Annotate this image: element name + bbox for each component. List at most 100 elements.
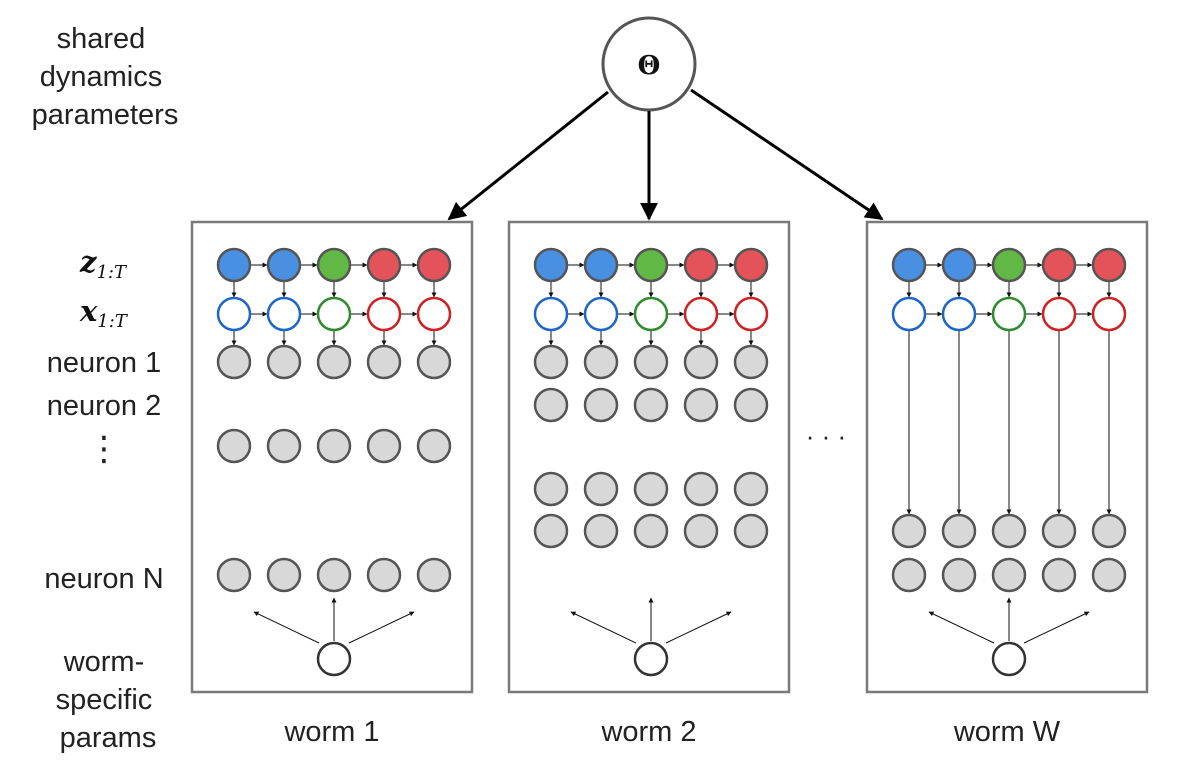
x-node-red	[1091, 296, 1127, 332]
neuron-node	[941, 513, 977, 549]
neuron-node	[366, 557, 402, 593]
worm-param-node	[991, 641, 1027, 677]
panel-worm-w: worm W	[865, 220, 1149, 748]
panel-label-worm-2: worm 2	[600, 716, 696, 748]
z-label-sub: 1:T	[96, 262, 128, 283]
z-node-green	[991, 247, 1027, 283]
z-node-red	[416, 247, 452, 283]
svg-text:worm- specific par: worm- specific params	[56, 646, 161, 754]
neuron-node	[316, 428, 352, 464]
neuron-node	[216, 344, 252, 380]
neuron-node	[683, 471, 719, 507]
worm-specific-line-3: params	[60, 722, 157, 754]
z-node-red	[1091, 247, 1127, 283]
neuron-node	[633, 344, 669, 380]
x-label-base: x	[79, 294, 98, 328]
neuron-node	[583, 513, 619, 549]
z-node-blue	[891, 247, 927, 283]
x-node-red	[733, 296, 769, 332]
x-node-blue	[266, 296, 302, 332]
panel-worm-1: worm 1	[190, 220, 474, 748]
panel-ellipsis: · · ·	[806, 421, 846, 451]
neuron-2-label: neuron 2	[47, 390, 162, 422]
neuron-node	[366, 344, 402, 380]
svg-text:shared dynamics pa: shared dynamics parameters	[32, 23, 179, 131]
x-node-red	[683, 296, 719, 332]
neuron-node	[683, 344, 719, 380]
neuron-node	[633, 471, 669, 507]
shared-params-line-3: parameters	[32, 99, 179, 131]
x-node-green	[991, 296, 1027, 332]
neuron-node	[316, 344, 352, 380]
x-node-green	[316, 296, 352, 332]
x-node-red	[416, 296, 452, 332]
neuron-node	[733, 471, 769, 507]
z-node-red	[366, 247, 402, 283]
z-node-red	[733, 247, 769, 283]
neuron-node	[891, 513, 927, 549]
param-arrow-left	[253, 611, 320, 644]
z-node-blue	[216, 247, 252, 283]
neuron-node	[316, 557, 352, 593]
neuron-node	[683, 387, 719, 423]
neuron-node	[891, 557, 927, 593]
worm-specific-line-2: specific	[56, 684, 153, 716]
theta-arrow-worm-1	[447, 90, 609, 221]
x-node-red	[366, 296, 402, 332]
z-node-blue	[266, 247, 302, 283]
param-arrow-right	[1023, 611, 1090, 644]
neuron-node	[733, 344, 769, 380]
neuron-node	[991, 557, 1027, 593]
neuron-node	[733, 387, 769, 423]
neuron-node	[416, 428, 452, 464]
worm-param-node	[316, 641, 352, 677]
param-arrow-right	[348, 611, 415, 644]
shared-params-line-2: dynamics	[40, 61, 163, 93]
left-labels: shared dynamics parameters z1:T x1:T neu…	[32, 23, 179, 754]
z-label: z1:T	[79, 245, 128, 283]
shared-params-line-1: shared	[57, 23, 146, 55]
neuron-node	[633, 513, 669, 549]
neuron-node	[1041, 557, 1077, 593]
neuron-node	[266, 344, 302, 380]
neuron-n-label: neuron N	[44, 563, 163, 595]
neuron-node	[416, 344, 452, 380]
z-node-red	[1041, 247, 1077, 283]
neuron-node	[266, 428, 302, 464]
x-node-blue	[941, 296, 977, 332]
theta-arrow-worm-w	[690, 88, 884, 221]
neuron-node	[1091, 513, 1127, 549]
x-node-blue	[533, 296, 569, 332]
neuron-node	[266, 557, 302, 593]
worm-specific-line-1: worm-	[63, 646, 145, 678]
neuron-node	[733, 513, 769, 549]
panel-label-worm-w: worm W	[953, 716, 1061, 748]
x-node-blue	[583, 296, 619, 332]
neuron-node	[216, 428, 252, 464]
neuron-node	[533, 387, 569, 423]
neuron-node	[416, 557, 452, 593]
neuron-node	[533, 513, 569, 549]
z-node-blue	[941, 247, 977, 283]
neuron-node	[216, 557, 252, 593]
neuron-node	[583, 344, 619, 380]
neuron-node	[583, 471, 619, 507]
z-node-blue	[533, 247, 569, 283]
vdots-label: ⋮	[87, 430, 121, 468]
theta-node: Θ	[601, 16, 697, 112]
neuron-node	[633, 387, 669, 423]
neuron-node	[991, 513, 1027, 549]
neuron-node	[1041, 513, 1077, 549]
z-label-base: z	[79, 245, 97, 279]
theta-arrows	[447, 88, 884, 221]
x-node-red	[1041, 296, 1077, 332]
neuron-node	[533, 344, 569, 380]
x-node-blue	[216, 296, 252, 332]
x-label-sub: 1:T	[97, 311, 129, 332]
neuron-node	[1091, 557, 1127, 593]
z-node-blue	[583, 247, 619, 283]
param-arrow-right	[665, 611, 732, 644]
x-label: x1:T	[79, 294, 129, 332]
x-node-green	[633, 296, 669, 332]
